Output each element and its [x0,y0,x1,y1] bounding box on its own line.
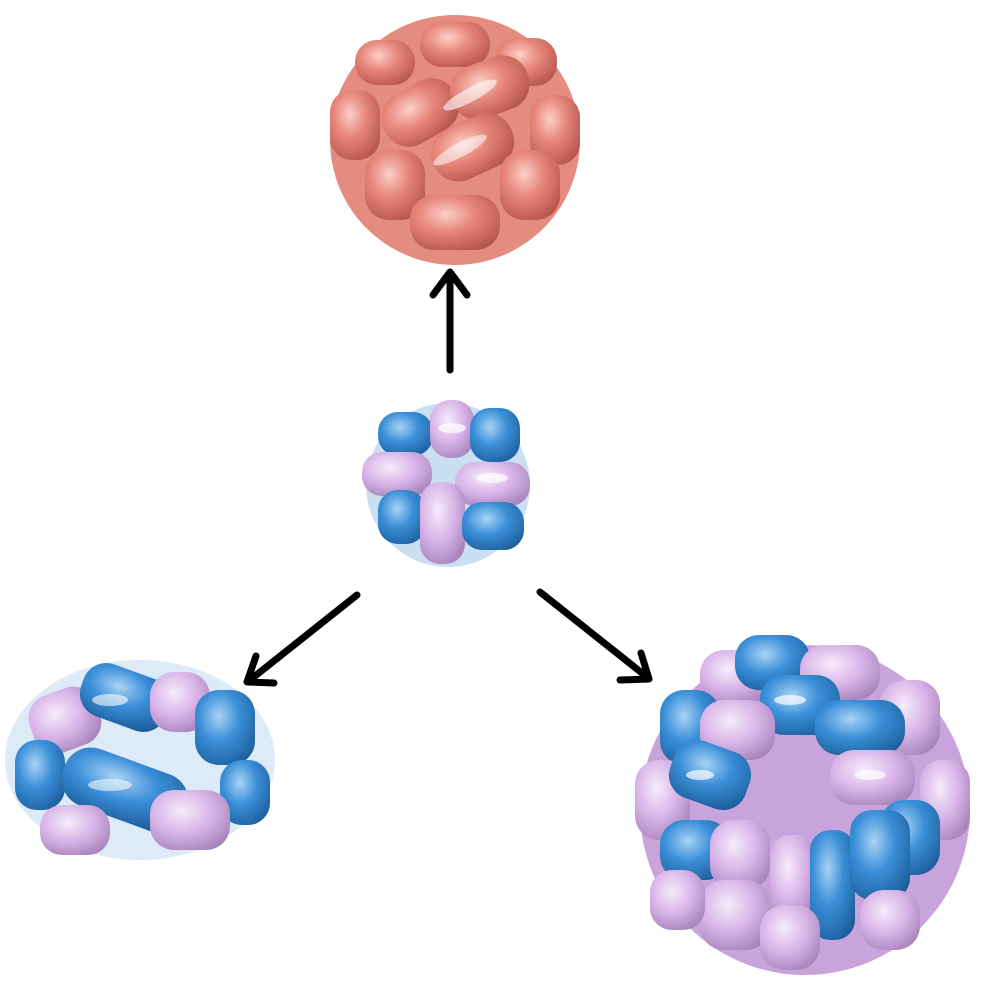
arrow-center-to-top [429,268,471,374]
open-ring-cage-icon [5,660,275,860]
salmon-cage-icon [330,15,580,265]
large-cage-icon [635,635,970,975]
arrow-center-to-bottom-left [243,591,361,687]
small-cage-icon [362,400,530,567]
arrow-center-to-bottom-right [536,588,653,684]
